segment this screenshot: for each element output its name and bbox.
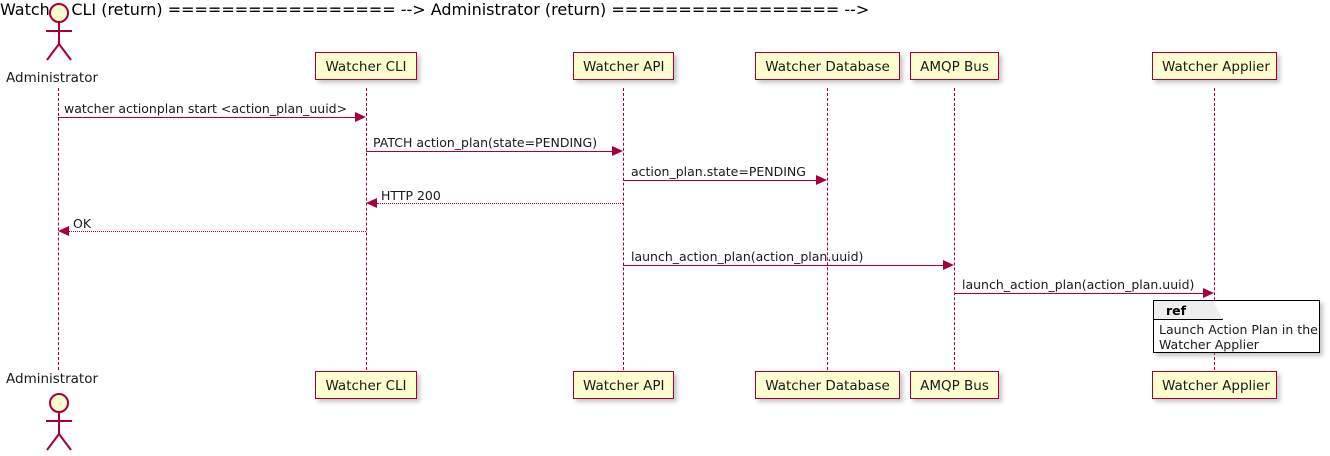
message-arrowhead-3 [816, 175, 827, 185]
actor-administrator-bottom-icon [46, 393, 72, 451]
actor-administrator-top-icon [46, 3, 72, 61]
message-label-2: PATCH action_plan(state=PENDING) [373, 135, 598, 150]
participant-watcher-database-bottom[interactable]: Watcher Database [755, 371, 900, 399]
participant-amqp-bus-top[interactable]: AMQP Bus [910, 52, 999, 80]
actor-administrator-top-label: Administrator [6, 70, 99, 86]
message-line-1 [58, 117, 356, 118]
participant-watcher-cli-top[interactable]: Watcher CLI [315, 52, 417, 80]
message-label-1: watcher actionplan start <action_plan_uu… [64, 101, 348, 116]
participant-amqp-bus-bottom[interactable]: AMQP Bus [910, 371, 999, 399]
lifeline-watcher-api [623, 88, 624, 370]
actor-administrator-bottom-label: Administrator [6, 371, 99, 387]
message-line-6 [623, 265, 944, 266]
lifeline-amqp-bus [954, 88, 955, 370]
ref-fragment-keyword: ref [1166, 303, 1187, 318]
message-arrowhead-2 [612, 146, 623, 156]
message-label-3: action_plan.state=PENDING [631, 164, 806, 179]
message-line-4 [377, 203, 623, 204]
message-label-4: HTTP 200 [381, 188, 441, 203]
message-label-7: launch_action_plan(action_plan.uuid) [962, 277, 1195, 292]
participant-watcher-database-top[interactable]: Watcher Database [755, 52, 900, 80]
participant-watcher-cli-bottom[interactable]: Watcher CLI [315, 371, 417, 399]
lifeline-watcher-database [827, 88, 828, 370]
message-arrowhead-6 [943, 260, 954, 270]
message-arrowhead-1 [355, 112, 366, 122]
participant-watcher-applier-top[interactable]: Watcher Applier [1152, 52, 1277, 80]
participant-watcher-api-bottom[interactable]: Watcher API [573, 371, 674, 399]
message-line-3 [623, 180, 817, 181]
ref-fragment: ref Launch Action Plan in the Watcher Ap… [1153, 300, 1320, 353]
message-arrowhead-5 [58, 226, 69, 236]
lifeline-watcher-applier [1214, 88, 1215, 370]
message-label-5: OK [73, 216, 92, 231]
participant-watcher-api-top[interactable]: Watcher API [573, 52, 674, 80]
message-line-2 [366, 151, 613, 152]
lifeline-watcher-cli [366, 88, 367, 370]
message-line-5 [69, 231, 366, 232]
ref-fragment-line-1: Launch Action Plan in the [1159, 322, 1318, 337]
message-arrowhead-7 [1203, 288, 1214, 298]
ref-fragment-tab [1154, 301, 1223, 320]
participant-watcher-applier-bottom[interactable]: Watcher Applier [1152, 371, 1277, 399]
ref-fragment-line-2: Watcher Applier [1159, 337, 1259, 352]
message-arrowhead-4 [366, 198, 377, 208]
message-line-7 [954, 293, 1204, 294]
message-label-6: launch_action_plan(action_plan.uuid) [631, 249, 864, 264]
